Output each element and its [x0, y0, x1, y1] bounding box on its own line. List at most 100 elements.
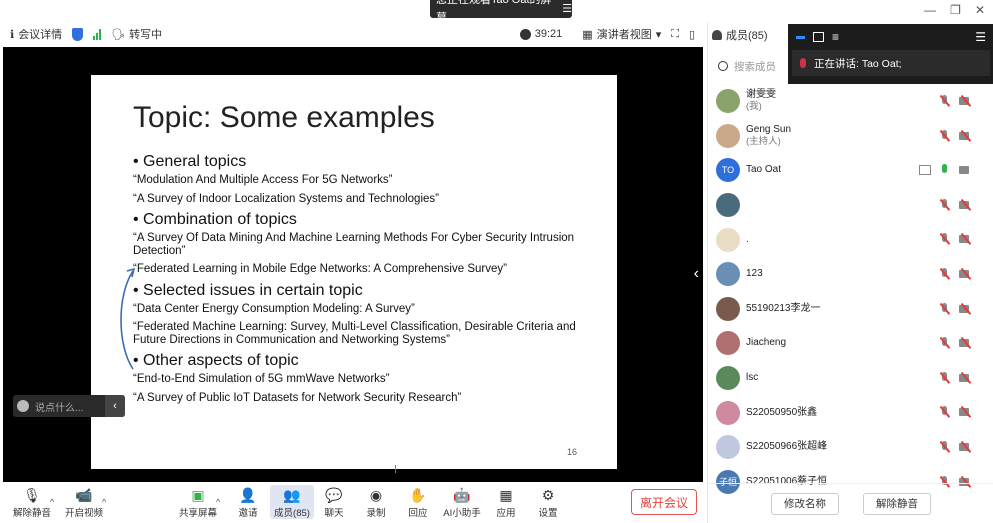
- unmute-member-button[interactable]: 解除静音: [863, 492, 931, 515]
- restore-icon[interactable]: ❐: [950, 3, 961, 17]
- meeting-toolbar: 🎙 解除静音 ^ 📹 开启视频 ^ ▣ 共享屏幕 ^ 👤 邀请 👥 成员(85)…: [0, 483, 705, 523]
- avatar: [716, 227, 740, 252]
- slide-page-number: 16: [566, 447, 577, 457]
- member-name-block: 谢雯雯(我): [746, 89, 776, 113]
- camera-off-icon[interactable]: [959, 200, 972, 210]
- rename-button[interactable]: 修改名称: [771, 492, 839, 515]
- camera-off-icon[interactable]: [959, 338, 972, 348]
- member-name: 谢雯雯: [746, 89, 776, 101]
- members-button[interactable]: 👥 成员(85): [270, 485, 314, 519]
- camera-off-icon[interactable]: [959, 234, 972, 244]
- member-row[interactable]: S22050966张超峰: [708, 430, 993, 465]
- stage-drag-handle[interactable]: [395, 465, 396, 473]
- mic-on-icon[interactable]: [939, 164, 951, 176]
- menu-icon[interactable]: ☰: [975, 30, 986, 44]
- close-icon[interactable]: ✕: [974, 3, 985, 17]
- ai-assistant-button[interactable]: 🤖 AI小助手: [440, 485, 484, 520]
- emoji-icon[interactable]: [17, 400, 29, 412]
- invite-label: 邀请: [238, 508, 258, 519]
- meeting-details-button[interactable]: ℹ 会议详情: [10, 26, 62, 42]
- member-name-block: 55190213李龙一: [746, 303, 821, 315]
- quick-chat-placeholder: 说点什么...: [35, 402, 84, 414]
- curved-arrow-icon: [120, 267, 136, 370]
- member-row[interactable]: S22050950张鑫: [708, 395, 993, 430]
- collapse-panel-chevron-icon[interactable]: ‹: [693, 265, 699, 282]
- member-name: lsc: [746, 372, 759, 384]
- member-name-block: 123: [746, 268, 763, 280]
- members-panel: 成员(85) 搜索成员 ≡ ☰ 正在讲话: Tao Oat; 谢雯雯(我) Gen…: [707, 22, 993, 523]
- fullscreen-icon[interactable]: ⛶: [671, 27, 679, 40]
- view-mode-dropdown[interactable]: ▦ 演讲者视图 ▾: [582, 26, 661, 42]
- start-video-button[interactable]: 📹 开启视频: [62, 485, 106, 520]
- split-view-icon[interactable]: ▯: [688, 28, 695, 41]
- member-row[interactable]: [708, 188, 993, 223]
- mic-muted-icon[interactable]: [939, 302, 951, 315]
- chevron-up-icon[interactable]: ^: [102, 497, 107, 507]
- member-row[interactable]: 123: [708, 257, 993, 292]
- camera-off-icon[interactable]: [959, 269, 972, 279]
- member-row[interactable]: .: [708, 222, 993, 257]
- settings-button[interactable]: ⚙ 设置: [526, 485, 570, 520]
- member-status-icons: [939, 371, 972, 384]
- transcribing-label: 转写中: [129, 29, 163, 41]
- mic-muted-icon[interactable]: [939, 337, 951, 349]
- camera-off-icon[interactable]: [959, 304, 972, 314]
- camera-off-icon[interactable]: [959, 442, 972, 452]
- invite-button[interactable]: 👤 邀请: [226, 485, 270, 520]
- member-row[interactable]: Jiacheng: [708, 326, 993, 361]
- mic-muted-icon[interactable]: [939, 371, 951, 384]
- member-row[interactable]: Geng Sun(主持人): [708, 119, 993, 154]
- unmute-button[interactable]: 🎙 解除静音: [10, 485, 54, 520]
- window-icon[interactable]: [813, 32, 824, 42]
- reactions-button[interactable]: ✋ 回应: [396, 485, 440, 520]
- leave-meeting-button[interactable]: 离开会议: [631, 489, 697, 515]
- member-row[interactable]: lsc: [708, 361, 993, 396]
- mic-muted-icon[interactable]: [939, 406, 951, 418]
- chevron-left-icon[interactable]: ‹: [105, 395, 125, 417]
- apps-button[interactable]: ▦ 应用: [484, 485, 528, 520]
- members-panel-title: 成员(85): [712, 27, 768, 43]
- mic-muted-icon[interactable]: [939, 198, 951, 211]
- camera-off-icon[interactable]: [959, 407, 972, 417]
- share-screen-button[interactable]: ▣ 共享屏幕: [176, 485, 220, 520]
- chevron-up-icon[interactable]: ^: [50, 497, 55, 507]
- window-controls: — ❐ ✕: [924, 3, 985, 17]
- network-status[interactable]: [93, 28, 102, 40]
- mic-muted-icon[interactable]: [939, 233, 951, 245]
- record-button[interactable]: ◉ 录制: [354, 485, 398, 520]
- transcription-status[interactable]: 🗣 转写中: [111, 26, 162, 42]
- shared-screen-area: Topic: Some examples General topics “Mod…: [3, 47, 703, 482]
- camera-off-icon[interactable]: [959, 477, 972, 487]
- signal-icon: [93, 28, 102, 40]
- member-row[interactable]: 55190213李龙一: [708, 292, 993, 327]
- member-name: Tao Oat: [746, 164, 782, 176]
- security-status[interactable]: [72, 27, 84, 41]
- mic-muted-icon[interactable]: [939, 440, 951, 453]
- chevron-up-icon[interactable]: ^: [216, 497, 221, 507]
- mic-muted-icon[interactable]: [939, 475, 951, 488]
- list-icon[interactable]: ≡: [832, 30, 840, 44]
- ai-robot-icon: 🤖: [453, 486, 471, 503]
- minimize-icon[interactable]: —: [924, 3, 937, 17]
- mic-muted-icon[interactable]: [939, 95, 951, 107]
- menu-icon[interactable]: ☰: [562, 3, 572, 15]
- camera-off-icon[interactable]: [959, 131, 972, 141]
- gear-icon: ⚙: [541, 486, 555, 503]
- member-search-input[interactable]: 搜索成员: [714, 55, 790, 77]
- screen-share-banner[interactable]: 您正在观看Tao Oat的屏幕 ☰: [430, 0, 572, 24]
- member-row[interactable]: 谢雯雯(我): [708, 84, 993, 119]
- speaking-indicator: 正在讲话: Tao Oat;: [792, 50, 990, 76]
- screen-share-banner-text: 您正在观看Tao Oat的屏幕: [436, 0, 552, 24]
- camera-off-icon[interactable]: [959, 373, 972, 383]
- mic-muted-icon[interactable]: [939, 267, 951, 280]
- quick-chat-box[interactable]: 说点什么... ‹: [13, 395, 125, 417]
- chat-button[interactable]: 💬 聊天: [312, 485, 356, 520]
- member-name: .: [746, 233, 749, 245]
- speaker-overlay: ≡ ☰ 正在讲话: Tao Oat;: [788, 24, 993, 84]
- mic-muted-icon[interactable]: [939, 129, 951, 142]
- member-name: 123: [746, 268, 763, 280]
- camera-off-icon[interactable]: [959, 96, 972, 106]
- camera-icon[interactable]: [959, 165, 972, 175]
